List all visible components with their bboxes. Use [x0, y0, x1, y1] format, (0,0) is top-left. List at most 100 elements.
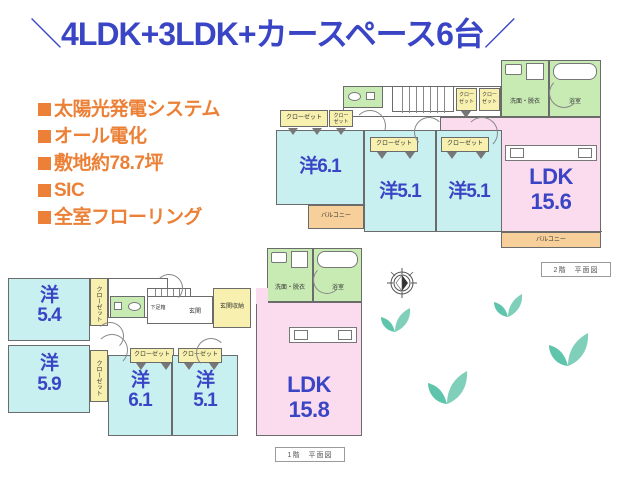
2f-room-yo51-b-label: 洋5.1 — [448, 181, 490, 202]
2f-room-yo61-closet-small — [329, 110, 353, 127]
2f-room-yo61-closet-label: クローゼット — [285, 115, 322, 121]
1f-entrance-door-arc — [155, 274, 183, 302]
square-bullet-icon — [38, 103, 51, 116]
square-bullet-icon — [38, 157, 51, 170]
1f-washing-machine-fixture — [291, 251, 308, 268]
2f-staircase — [392, 86, 454, 113]
1f-entrance-storage — [213, 288, 251, 328]
page-title-text: 4LDK+3LDK+カースペース6台 — [61, 16, 485, 52]
1f-room-yo54-label-line1: 洋 — [39, 285, 59, 306]
1f-kitchen-sink-fixture — [294, 330, 308, 340]
2f-room-yo51-b-closet-label: クローゼット — [446, 141, 483, 147]
2f-closet-marker-icon — [288, 128, 298, 135]
feature-label: 敷地約78.7坪 — [54, 153, 163, 174]
2f-corridor-sink-area — [343, 86, 383, 108]
1f-shoe-box-label: 下足箱 — [150, 305, 166, 311]
2f-room-yo61-closet-small-label-line2: ゼット — [333, 119, 349, 125]
floor-plan-2f: 洗面・脱衣 浴室 LDK 15.6 バルコニー — [276, 60, 611, 277]
1f-closet-marker-icon — [136, 363, 146, 370]
2f-closet-small-2-label-line2: ゼット — [481, 99, 497, 105]
1f-entrance-storage-label: 玄関収納 — [219, 304, 244, 310]
square-bullet-icon — [38, 211, 51, 224]
2f-closet-small-2-label-line1: クロー — [481, 92, 497, 98]
1f-kitchen-stove-fixture — [338, 330, 352, 340]
2f-room-yo51-a-label: 洋5.1 — [379, 181, 421, 202]
1f-toilet-area — [110, 296, 145, 318]
1f-hand-sink-fixture — [114, 302, 122, 310]
1f-room-door-arc — [196, 338, 226, 368]
2f-room-yo61 — [276, 130, 364, 205]
feature-label: SIC — [54, 180, 85, 201]
slash-left-decoration: ＼ — [30, 16, 62, 52]
1f-vanity-sink-fixture — [271, 252, 287, 263]
leaf-decoration-icon — [378, 303, 412, 333]
2f-closet-small-1 — [456, 88, 477, 111]
2f-ldk-room — [501, 117, 601, 232]
2f-ldk-wall-top — [440, 117, 502, 118]
1f-ldk-notch — [256, 288, 268, 304]
2f-balcony-right — [501, 232, 601, 248]
feature-item-land-area: 敷地約78.7坪 — [38, 150, 278, 177]
1f-toilet-fixture — [128, 302, 141, 311]
2f-closet-small-1-label-line1: クロー — [458, 92, 474, 98]
2f-room-door-arc — [414, 117, 444, 147]
1f-room-yo51-label-line1: 洋 — [195, 370, 215, 391]
1f-room-yo59-closet-label: クローゼット — [95, 360, 101, 396]
2f-closet-marker-icon — [336, 128, 346, 135]
leaf-decoration-icon — [492, 290, 524, 318]
2f-ldk-wall-bottom — [440, 231, 602, 232]
page-title: ＼4LDK+3LDK+カースペース6台／ — [30, 12, 610, 56]
1f-room-yo54-closet-label: クローゼット — [95, 286, 101, 322]
2f-washroom-label: 洗面・脱衣 — [509, 99, 540, 105]
2f-closet-marker-icon — [476, 152, 486, 159]
2f-room-door-arc — [466, 117, 498, 149]
leaf-decoration-icon — [425, 365, 469, 405]
2f-closet-marker-icon — [312, 128, 322, 135]
square-bullet-icon — [38, 184, 51, 197]
feature-list: 太陽光発電システム オール電化 敷地約78.7坪 SIC 全室フローリング — [38, 96, 278, 231]
2f-closet-small-2 — [479, 88, 500, 111]
north-compass-icon — [385, 266, 419, 300]
2f-closet-marker-icon — [405, 152, 415, 159]
floor2-caption: 2階 平面図 — [541, 262, 611, 277]
1f-room-yo61-closet-label: クローゼット — [133, 352, 170, 358]
1f-ldk-room — [256, 302, 362, 436]
2f-closet-marker-icon — [447, 152, 457, 159]
2f-room-yo61-closet-small-label-line1: クロー — [333, 113, 349, 119]
1f-hall-door-arc — [96, 322, 124, 350]
feature-label: オール電化 — [54, 126, 147, 147]
2f-room-yo61-label: 洋6.1 — [299, 156, 341, 177]
1f-room-yo51-label-line2: 5.1 — [193, 390, 217, 411]
2f-room-yo51-a-closet-label: クローゼット — [375, 141, 412, 147]
floor1-caption: 1階 平面図 — [275, 447, 345, 462]
1f-room-yo59 — [8, 345, 90, 413]
2f-washroom — [501, 60, 549, 117]
2f-ldk-label-line2: 15.6 — [530, 189, 572, 214]
1f-closet-marker-icon — [161, 363, 171, 370]
feature-item-solar: 太陽光発電システム — [38, 96, 278, 123]
1f-closet-marker-icon — [184, 363, 194, 370]
1f-room-yo51 — [172, 355, 238, 436]
2f-room-yo61-closet — [280, 110, 328, 127]
square-bullet-icon — [38, 130, 51, 143]
2f-closet-small-1-marker-icon — [461, 111, 471, 118]
feature-item-flooring: 全室フローリング — [38, 204, 278, 231]
2f-hand-sink-fixture — [366, 92, 375, 100]
2f-room-yo51-a-closet — [370, 137, 418, 152]
2f-bath-door-arc — [549, 78, 579, 108]
feature-label: 太陽光発電システム — [54, 99, 220, 120]
1f-room-yo54 — [8, 278, 90, 341]
1f-room-yo54-label-line2: 5.4 — [37, 305, 61, 326]
1f-room-yo61-label-line2: 6.1 — [128, 390, 152, 411]
2f-closet-small-1-label-line2: ゼット — [458, 99, 474, 105]
2f-vanity-sink-fixture — [505, 64, 522, 75]
2f-kitchen-stove-fixture — [578, 148, 592, 158]
1f-bathtub-fixture — [317, 251, 358, 268]
2f-closet-marker-icon — [377, 152, 387, 159]
feature-item-sic: SIC — [38, 177, 278, 204]
1f-ldk-label-line2: 15.8 — [288, 397, 330, 422]
2f-washing-machine-fixture — [526, 63, 544, 80]
2f-kitchen-sink-fixture — [510, 148, 524, 158]
